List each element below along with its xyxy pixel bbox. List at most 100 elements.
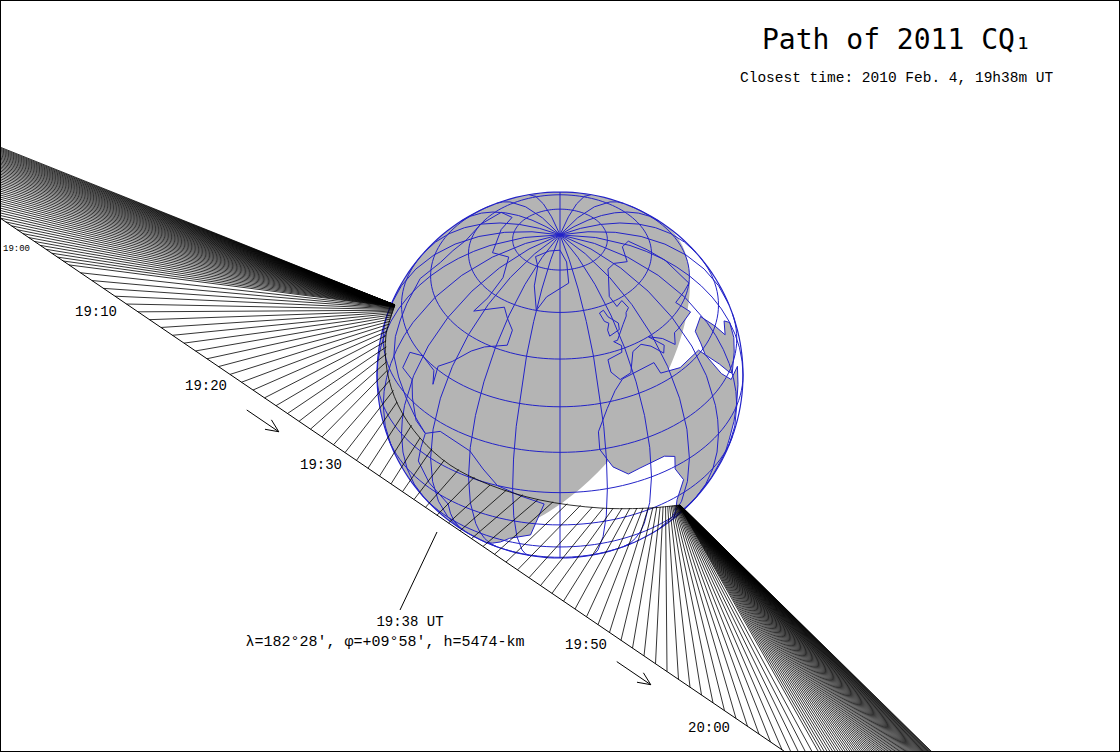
sight-line — [680, 505, 1120, 752]
globe-outline — [377, 192, 743, 558]
sight-line — [680, 505, 1035, 752]
sight-line — [311, 362, 387, 429]
sight-line — [0, 214, 395, 306]
time-label: 19:20 — [185, 378, 227, 394]
sight-line — [668, 506, 679, 679]
sight-line — [0, 73, 395, 305]
time-label: 20:00 — [688, 720, 730, 736]
sight-line — [92, 281, 394, 308]
sight-line — [0, 187, 395, 306]
closest-time-caption: Closest time: 2010 Feb. 4, 19h38m UT — [740, 70, 1053, 87]
sight-line — [518, 505, 581, 570]
sight-line — [380, 425, 412, 476]
sight-line — [0, 140, 395, 305]
sight-line — [276, 341, 386, 406]
sight-line — [0, 198, 395, 305]
sight-line — [0, 46, 395, 305]
sight-line — [0, 206, 395, 305]
earth-globe — [377, 192, 743, 558]
sight-line — [680, 505, 1120, 752]
sight-line — [680, 505, 1006, 752]
sight-line — [680, 505, 1012, 752]
sight-line — [680, 505, 1116, 752]
sight-line — [0, 155, 395, 305]
sight-line — [656, 507, 664, 664]
sight-line — [680, 505, 1120, 752]
sight-line — [127, 304, 394, 309]
sight-line — [219, 321, 391, 366]
sight-lines — [0, 14, 1120, 752]
sight-line — [437, 477, 474, 515]
sight-line — [253, 331, 387, 390]
sight-line — [0, 167, 395, 305]
sight-line — [680, 505, 1120, 752]
globe-disc — [377, 192, 743, 558]
sight-line — [138, 310, 393, 312]
sight-line — [680, 505, 1120, 752]
sight-line — [0, 179, 395, 305]
land-mass — [599, 310, 619, 336]
sight-line — [680, 505, 1120, 752]
sight-line — [40, 245, 394, 306]
asteroid-track — [0, 14, 1120, 752]
sight-line — [680, 505, 989, 752]
night-side — [377, 192, 690, 533]
sight-line — [680, 505, 1110, 752]
sight-line — [403, 449, 432, 492]
sight-line — [63, 261, 394, 307]
sight-line — [414, 460, 444, 500]
sight-line — [680, 505, 1120, 752]
sight-line — [529, 507, 592, 578]
sight-line — [587, 508, 637, 617]
graticule — [377, 192, 743, 558]
sight-line — [334, 380, 391, 445]
sight-line — [0, 144, 395, 305]
sight-line — [680, 505, 966, 752]
sight-line — [357, 402, 398, 460]
sight-line — [6, 222, 395, 306]
sight-line — [173, 314, 393, 336]
sight-line — [680, 505, 1120, 752]
sight-line — [680, 505, 1029, 752]
sight-line — [0, 93, 395, 305]
direction-arrow — [617, 662, 651, 685]
sight-line — [680, 505, 955, 752]
sight-line — [680, 505, 1120, 752]
sight-line — [196, 317, 392, 351]
sight-line — [680, 505, 1120, 752]
sight-line — [0, 54, 395, 305]
sight-line — [680, 505, 1120, 752]
sight-line — [0, 132, 395, 305]
land-mass — [534, 250, 568, 310]
sight-line — [680, 505, 1120, 752]
sight-line — [680, 505, 972, 752]
sight-line — [680, 505, 1041, 752]
sight-line — [564, 508, 623, 601]
sight-line — [0, 105, 395, 305]
sight-line — [0, 50, 395, 305]
time-label: 19:50 — [565, 637, 607, 653]
sight-line — [0, 218, 395, 306]
sight-line — [0, 116, 395, 305]
sight-line — [69, 265, 394, 307]
direction-arrows — [247, 410, 651, 685]
sight-line — [288, 347, 387, 414]
sight-line — [115, 296, 394, 309]
sight-line — [680, 505, 1120, 752]
sight-line — [680, 505, 960, 752]
time-label: 19:30 — [300, 457, 342, 473]
sight-line — [680, 505, 943, 752]
sight-line — [0, 69, 395, 305]
sight-line — [391, 438, 420, 484]
closest-time-label: 19:38 UT — [376, 614, 443, 630]
sight-line — [0, 128, 395, 305]
sight-line — [0, 171, 395, 305]
sight-line — [299, 354, 387, 422]
sight-line — [23, 234, 395, 306]
sight-line — [506, 504, 567, 562]
sight-line — [0, 183, 395, 306]
sight-line — [680, 505, 949, 752]
sight-line — [0, 163, 395, 305]
time-label: 19:00 — [3, 244, 30, 254]
